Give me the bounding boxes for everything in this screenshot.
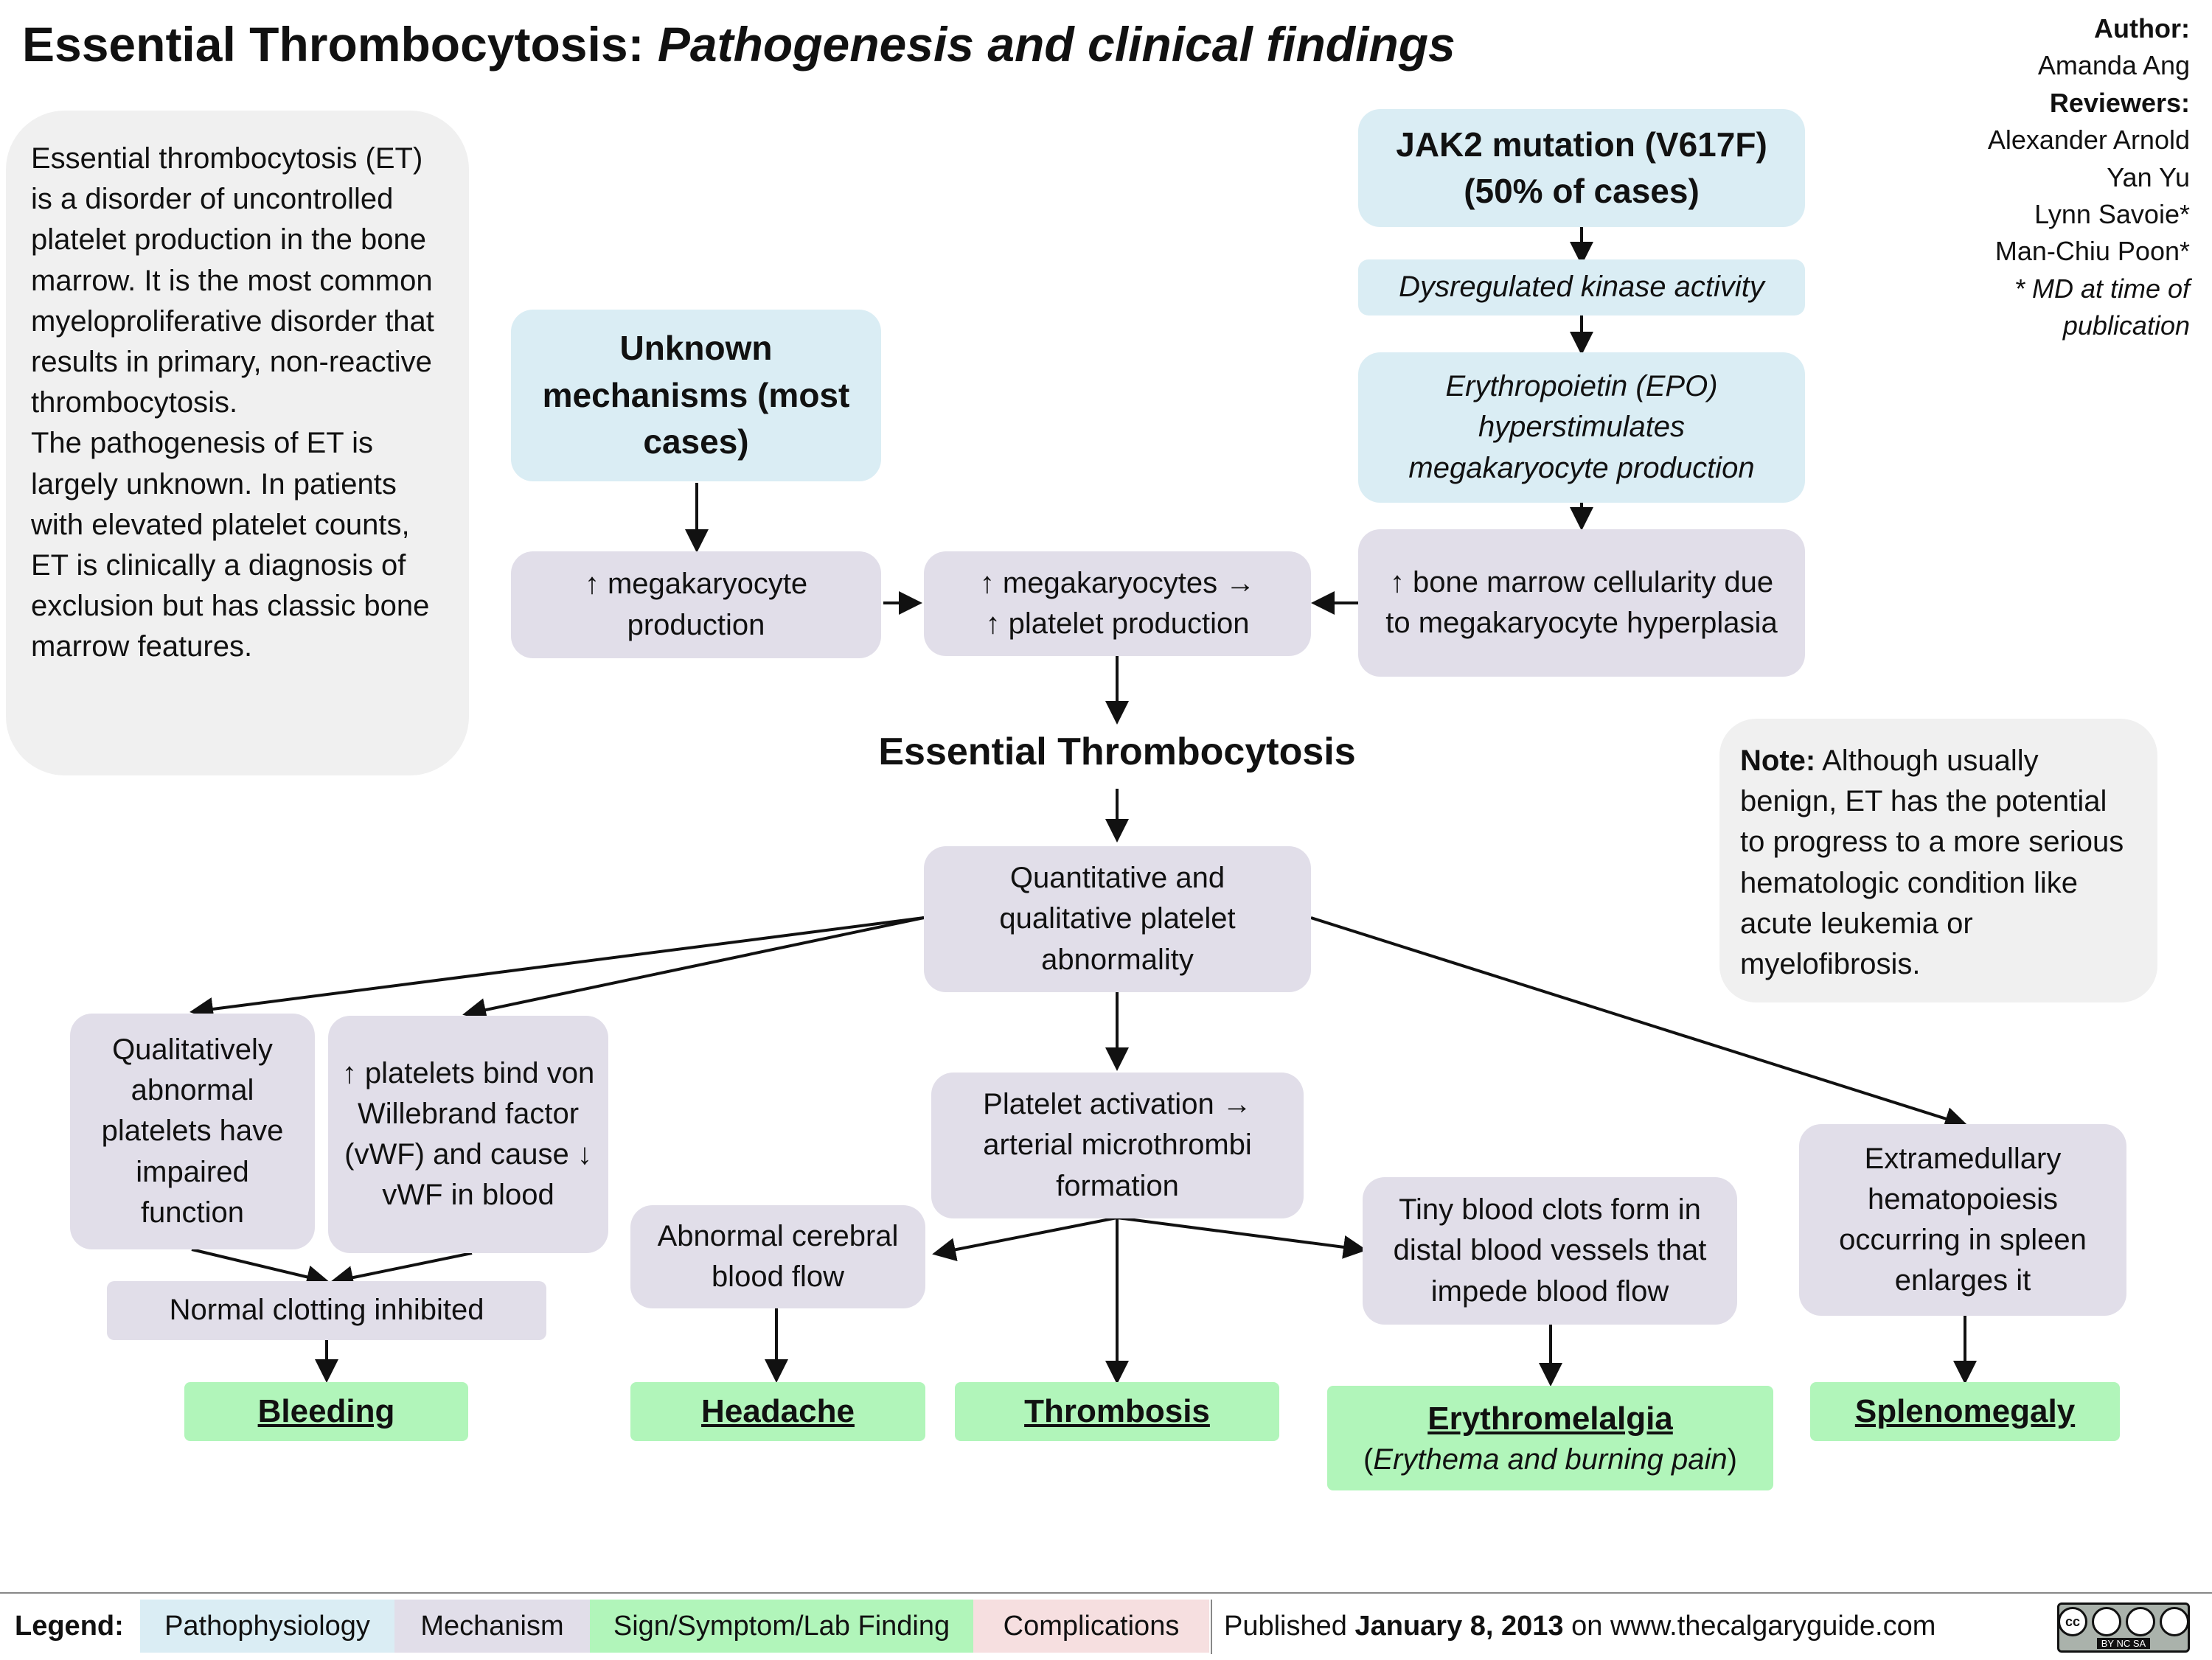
published-info: Published January 8, 2013 on www.thecalg… xyxy=(1224,1600,1998,1653)
platelet-abnormality-text: Quantitative and qualitative platelet ab… xyxy=(999,862,1236,976)
essential-thrombocytosis-text: Essential Thrombocytosis xyxy=(878,730,1356,773)
platelet-abnormality-box: Quantitative and qualitative platelet ab… xyxy=(924,846,1311,992)
platelet-activation-text: Platelet activation → arterial microthro… xyxy=(983,1088,1252,1202)
legend-sign-symptom: Sign/Symptom/Lab Finding xyxy=(590,1600,973,1653)
clotting-inhibited-box: Normal clotting inhibited xyxy=(107,1281,546,1340)
erythromelalgia-subtitle-text: Erythema and burning pain xyxy=(1373,1443,1728,1476)
platelet-production-box: ↑ megakaryocytes → ↑ platelet production xyxy=(924,551,1311,656)
reviewer: Lynn Savoie* xyxy=(2034,198,2190,229)
vwf-text: ↑ platelets bind von Willebrand factor (… xyxy=(341,1056,595,1212)
extramedullary-box: Extramedullary hematopoiesis occurring i… xyxy=(1799,1124,2126,1316)
erythromelalgia-text: Erythromelalgia xyxy=(1427,1401,1673,1437)
md-note: publication xyxy=(2062,310,2190,341)
title-main: Essential Thrombocytosis: xyxy=(22,17,644,72)
thrombosis-box: Thrombosis xyxy=(955,1382,1279,1441)
kinase-box: Dysregulated kinase activity xyxy=(1358,259,1805,315)
tiny-clots-box: Tiny blood clots form in distal blood ve… xyxy=(1363,1177,1737,1325)
legend-complications: Complications xyxy=(973,1600,1209,1653)
epo-box: Erythropoietin (EPO) hyperstimulates meg… xyxy=(1358,352,1805,503)
megakaryocyte-production-text: ↑ megakaryocyte production xyxy=(584,568,808,641)
arrow xyxy=(1310,916,1969,1131)
clotting-inhibited-text: Normal clotting inhibited xyxy=(169,1294,484,1327)
erythromelalgia-box: Erythromelalgia (Erythema and burning pa… xyxy=(1327,1386,1773,1490)
bleeding-text: Bleeding xyxy=(257,1392,395,1429)
author-label: Author: xyxy=(2094,13,2190,43)
essential-thrombocytosis-label: Essential Thrombocytosis xyxy=(877,730,1357,774)
reviewer: Alexander Arnold xyxy=(1987,125,2190,156)
intro-paragraph-2: The pathogenesis of ET is largely unknow… xyxy=(31,427,430,663)
kinase-text: Dysregulated kinase activity xyxy=(1399,271,1764,304)
title-sub: Pathogenesis and clinical findings xyxy=(657,17,1455,72)
vwf-box: ↑ platelets bind von Willebrand factor (… xyxy=(328,1016,608,1253)
creative-commons-badge: cc BY NC SA xyxy=(2057,1603,2190,1653)
splenomegaly-box: Splenomegaly xyxy=(1810,1382,2120,1441)
legend-mechanism: Mechanism xyxy=(394,1600,590,1653)
qualitative-abnormal-text: Qualitatively abnormal platelets have im… xyxy=(101,1033,284,1229)
platelet-activation-box: Platelet activation → arterial microthro… xyxy=(931,1073,1304,1218)
cc-license-text: BY NC SA xyxy=(2096,1637,2151,1649)
legend-pathophysiology: Pathophysiology xyxy=(140,1600,394,1653)
reviewer: Yan Yu xyxy=(2107,161,2190,192)
marrow-cellularity-box: ↑ bone marrow cellularity due to megakar… xyxy=(1358,529,1805,677)
author-name: Amanda Ang xyxy=(2037,50,2190,81)
qualitative-abnormal-box: Qualitatively abnormal platelets have im… xyxy=(70,1014,315,1249)
note-box: Note: Although usually benign, ET has th… xyxy=(1719,719,2157,1002)
arrow xyxy=(932,1216,1118,1262)
note-label: Note: xyxy=(1740,744,1816,777)
megakaryocyte-production-box: ↑ megakaryocyte production xyxy=(511,551,881,658)
jak2-line-2: (50% of cases) xyxy=(1464,172,1700,210)
headache-box: Headache xyxy=(630,1382,925,1441)
cerebral-blood-flow-text: Abnormal cerebral blood flow xyxy=(657,1219,899,1293)
bleeding-box: Bleeding xyxy=(184,1382,468,1441)
platelet-production-line-1: ↑ megakaryocytes → xyxy=(979,566,1256,599)
extramedullary-text: Extramedullary hematopoiesis occurring i… xyxy=(1839,1142,2087,1297)
headache-text: Headache xyxy=(701,1392,855,1429)
arrow xyxy=(189,916,925,1021)
published-prefix: Published xyxy=(1224,1610,1347,1642)
arrow xyxy=(330,1252,473,1289)
cerebral-blood-flow-box: Abnormal cerebral blood flow xyxy=(630,1205,925,1308)
md-note: * MD at time of xyxy=(2014,273,2190,304)
unknown-mechanisms-text: Unknown mechanisms (most cases) xyxy=(542,329,850,461)
page-title: Essential Thrombocytosis: Pathogenesis a… xyxy=(22,16,1455,72)
reviewers-label: Reviewers: xyxy=(2049,87,2190,118)
author-block: Author: Amanda Ang Reviewers: Alexander … xyxy=(1988,10,2190,345)
published-date: January 8, 2013 xyxy=(1354,1610,1564,1642)
cc-icon: cc xyxy=(2058,1606,2189,1636)
jak2-mutation-box: JAK2 mutation (V617F) (50% of cases) xyxy=(1358,109,1805,227)
epo-text: Erythropoietin (EPO) hyperstimulates meg… xyxy=(1408,370,1755,484)
platelet-production-line-2: ↑ platelet production xyxy=(985,607,1250,640)
intro-paragraph-1: Essential thrombocytosis (ET) is a disor… xyxy=(31,142,434,419)
marrow-cellularity-text: ↑ bone marrow cellularity due to megakar… xyxy=(1385,565,1778,639)
arrow xyxy=(191,1248,330,1288)
legend-label: Legend: xyxy=(15,1610,124,1642)
tiny-clots-text: Tiny blood clots form in distal blood ve… xyxy=(1393,1193,1707,1308)
jak2-line-1: JAK2 mutation (V617F) xyxy=(1396,125,1767,164)
erythromelalgia-subtitle: (Erythema and burning pain) xyxy=(1363,1443,1737,1476)
arrow xyxy=(462,916,925,1022)
arrow xyxy=(1116,1216,1367,1259)
published-site: on www.thecalgaryguide.com xyxy=(1571,1610,1936,1642)
unknown-mechanisms-box: Unknown mechanisms (most cases) xyxy=(511,310,881,481)
reviewer: Man-Chiu Poon* xyxy=(1994,236,2190,267)
note-text: Although usually benign, ET has the pote… xyxy=(1740,744,2124,980)
legend-bar: Legend: Pathophysiology Mechanism Sign/S… xyxy=(0,1592,2212,1660)
splenomegaly-text: Splenomegaly xyxy=(1854,1392,2076,1429)
thrombosis-text: Thrombosis xyxy=(1024,1392,1210,1429)
legend-divider xyxy=(1211,1600,1212,1654)
intro-box: Essential thrombocytosis (ET) is a disor… xyxy=(6,111,469,775)
